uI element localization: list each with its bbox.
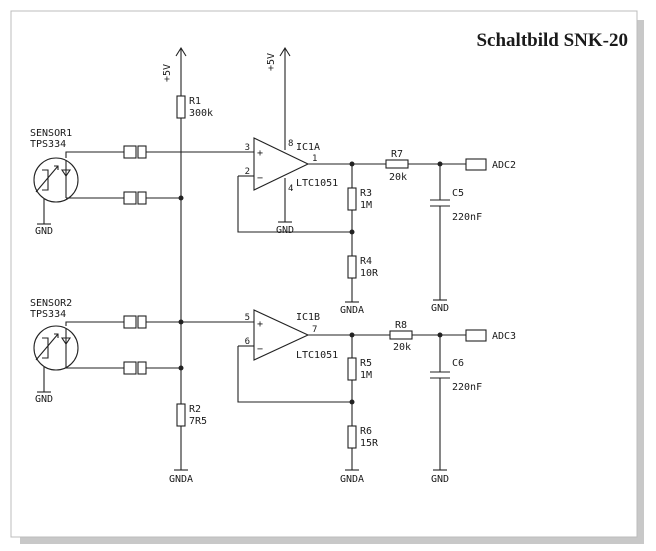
opamp-ic1b: + − 5 6 7 IC1B LTC1051 bbox=[238, 309, 390, 361]
r7-ref: R7 bbox=[391, 149, 403, 160]
sensor1-gnd: GND bbox=[35, 226, 53, 237]
r6-value: 15R bbox=[360, 438, 379, 449]
ic1a-name: IC1A bbox=[296, 142, 320, 153]
resistor-r4: R4 10R GNDA bbox=[340, 255, 379, 316]
resistor-r8: R8 20k bbox=[389, 320, 466, 353]
sensor2-part: TPS334 bbox=[30, 309, 66, 320]
r8-ref: R8 bbox=[395, 320, 407, 331]
resistor-r3: R3 1M bbox=[347, 164, 372, 256]
r6-ref: R6 bbox=[360, 426, 372, 437]
c5-ref: C5 bbox=[452, 188, 464, 199]
connector-s2-bottom bbox=[123, 361, 184, 375]
ic1a-gnd-label: GND bbox=[276, 225, 294, 236]
r4-value: 10R bbox=[360, 268, 379, 279]
vcc-op-label: +5V bbox=[266, 53, 277, 71]
sensor2-name: SENSOR2 bbox=[30, 298, 72, 309]
r1-ref: R1 bbox=[189, 96, 201, 107]
capacitor-c5: C5 220nF GND bbox=[430, 164, 482, 314]
ic1a-pin-gnd: 4 bbox=[288, 184, 293, 194]
ic1a-plus-sign: + bbox=[257, 148, 263, 159]
gnda-r2-label: GNDA bbox=[169, 474, 193, 485]
gnda-r4-label: GNDA bbox=[340, 305, 364, 316]
gnd-c5-label: GND bbox=[431, 303, 449, 314]
r3-value: 1M bbox=[360, 200, 372, 211]
sensor2: SENSOR2 TPS334 GND bbox=[30, 298, 124, 405]
resistor-r5: R5 1M bbox=[347, 335, 372, 426]
resistor-r1: R1 300k bbox=[176, 95, 213, 404]
gnda-r6-label: GNDA bbox=[340, 474, 364, 485]
ic1a-pin-plus: 3 bbox=[245, 143, 250, 153]
capacitor-c6: C6 220nF GND bbox=[430, 335, 482, 485]
schematic-title: Schaltbild SNK-20 bbox=[476, 30, 628, 51]
connector-s1-bottom bbox=[123, 191, 184, 205]
ic1b-pin-out: 7 bbox=[312, 325, 317, 335]
r2-ref: R2 bbox=[189, 404, 201, 415]
r5-ref: R5 bbox=[360, 358, 372, 369]
r3-ref: R3 bbox=[360, 188, 372, 199]
ic1a-minus-sign: − bbox=[257, 173, 263, 184]
adc2-label: ADC2 bbox=[492, 160, 516, 171]
vcc-left-label: +5V bbox=[162, 64, 173, 82]
connector-s2-top bbox=[123, 315, 254, 329]
r7-value: 20k bbox=[389, 172, 407, 183]
r4-ref: R4 bbox=[360, 256, 372, 267]
ic1b-pin-minus: 6 bbox=[245, 337, 250, 347]
c6-value: 220nF bbox=[452, 382, 482, 393]
frame bbox=[10, 10, 638, 538]
r1-value: 300k bbox=[189, 108, 213, 119]
ic1b-pin-plus: 5 bbox=[245, 313, 250, 323]
ic1b-minus-sign: − bbox=[257, 344, 263, 355]
sensor2-gnd: GND bbox=[35, 394, 53, 405]
opamp-ic1a: + − 3 2 1 8 4 IC1A LTC1051 +5V GND bbox=[238, 46, 400, 236]
r8-value: 20k bbox=[393, 342, 411, 353]
ic1a-pin-minus: 2 bbox=[245, 167, 250, 177]
r2-value: 7R5 bbox=[189, 416, 207, 427]
gnda-r2: GNDA bbox=[169, 469, 193, 485]
sensor1-name: SENSOR1 bbox=[30, 128, 72, 139]
output-adc2: ADC2 bbox=[465, 158, 516, 171]
adc3-label: ADC3 bbox=[492, 331, 516, 342]
resistor-r6: R6 15R GNDA bbox=[340, 425, 379, 485]
resistor-r2: R2 7R5 bbox=[176, 403, 207, 470]
ic1a-part: LTC1051 bbox=[296, 178, 338, 189]
r5-value: 1M bbox=[360, 370, 372, 381]
ic1a-pin-out: 1 bbox=[312, 154, 317, 164]
ic1b-name: IC1B bbox=[296, 312, 320, 323]
sensor1-part: TPS334 bbox=[30, 139, 66, 150]
vcc-rail-left: +5V bbox=[162, 46, 187, 96]
ic1a-pin-vcc: 8 bbox=[288, 139, 293, 149]
c6-ref: C6 bbox=[452, 358, 464, 369]
ic1b-part: LTC1051 bbox=[296, 350, 338, 361]
connector-s1-top bbox=[123, 145, 254, 159]
output-adc3: ADC3 bbox=[465, 329, 516, 342]
gnd-c6-label: GND bbox=[431, 474, 449, 485]
sensor1: SENSOR1 TPS334 GND bbox=[30, 128, 124, 237]
ic1b-plus-sign: + bbox=[257, 319, 263, 330]
c5-value: 220nF bbox=[452, 212, 482, 223]
